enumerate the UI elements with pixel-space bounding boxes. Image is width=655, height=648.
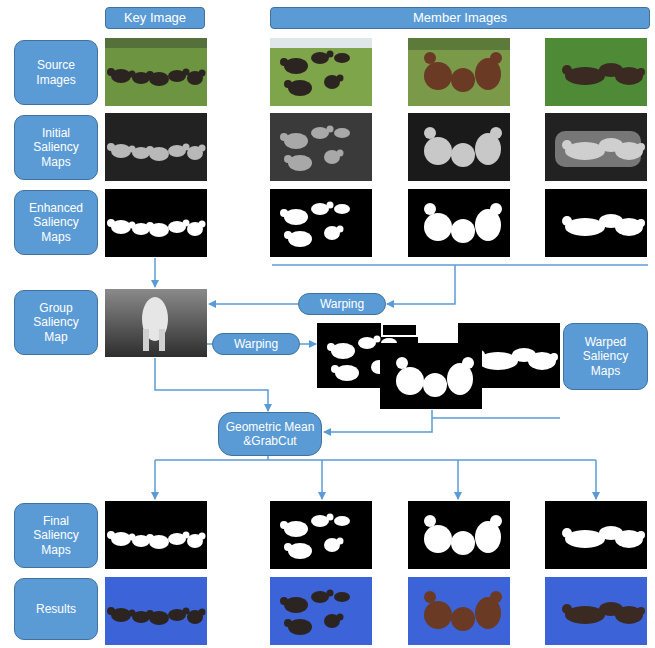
header-bar: Member Images <box>270 7 650 29</box>
process-box: Geometric Mean &GrabCut <box>218 412 322 456</box>
row-label: Initial Saliency Maps <box>14 115 98 180</box>
node-text: Warped Saliency Maps <box>576 335 635 378</box>
process-pill: Warping <box>212 333 300 355</box>
node-text: Initial Saliency Maps <box>27 126 85 169</box>
row-label: Warped Saliency Maps <box>563 323 648 390</box>
node-text: Results <box>36 602 76 616</box>
node-text: Member Images <box>413 10 507 26</box>
node-text: Group Saliency Map <box>27 301 85 344</box>
row-label: Group Saliency Map <box>14 290 98 355</box>
row-label: Source Images <box>14 40 98 105</box>
node-text: Geometric Mean &GrabCut <box>223 420 317 449</box>
node-text: Key Image <box>124 10 186 26</box>
node-text: Warping <box>320 297 364 311</box>
node-text: Enhanced Saliency Maps <box>27 201 85 244</box>
process-pill: Warping <box>298 293 386 315</box>
node-text: Final Saliency Maps <box>27 514 85 557</box>
row-label: Final Saliency Maps <box>14 503 98 568</box>
node-text: Warping <box>234 337 278 351</box>
header-bar: Key Image <box>105 7 205 29</box>
row-label: Results <box>14 578 98 640</box>
row-label: Enhanced Saliency Maps <box>14 190 98 255</box>
node-text: Source Images <box>27 58 85 87</box>
